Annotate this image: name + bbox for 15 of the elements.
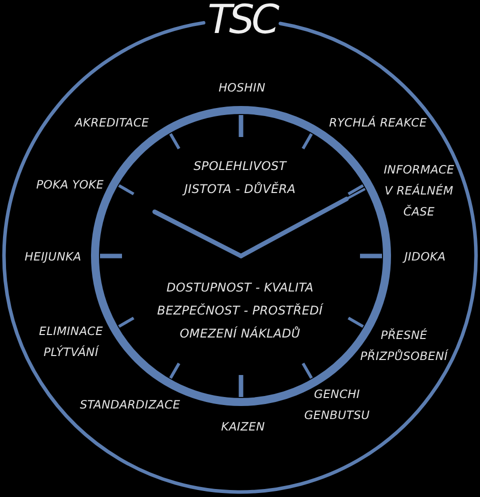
diagram-title: TSC	[208, 0, 276, 40]
ring-label: AKREDITACE	[74, 114, 150, 132]
ring-label: STANDARDIZACE	[80, 396, 180, 414]
ring-label: INFORMACE V REÁLNÉM ČASE	[382, 162, 456, 220]
ring-label: RYCHLÁ REAKCE	[329, 114, 427, 132]
ring-label: POKA YOKE	[36, 176, 104, 194]
ring-label: KAIZEN	[221, 418, 265, 436]
ring-label: PŘESNÉ PŘIZPŮSOBENÍ	[360, 327, 448, 365]
ring-label: ELIMINACE PLÝTVÁNÍ	[39, 323, 103, 361]
ring-label: HOSHIN	[218, 80, 266, 96]
ring-label: JIDOKA	[404, 248, 446, 266]
ring-label: HEIJUNKA	[24, 248, 82, 266]
clock-text: SPOLEHLIVOST JISTOTA - DŮVĚRA	[181, 158, 297, 198]
clock-text: DOSTUPNOST - KVALITA BEZPEČNOST - PROSTŘEDÍ OMEZENÍ NÁKLADŮ	[156, 280, 324, 342]
ring-label: GENCHI GENBUTSU	[304, 386, 370, 424]
